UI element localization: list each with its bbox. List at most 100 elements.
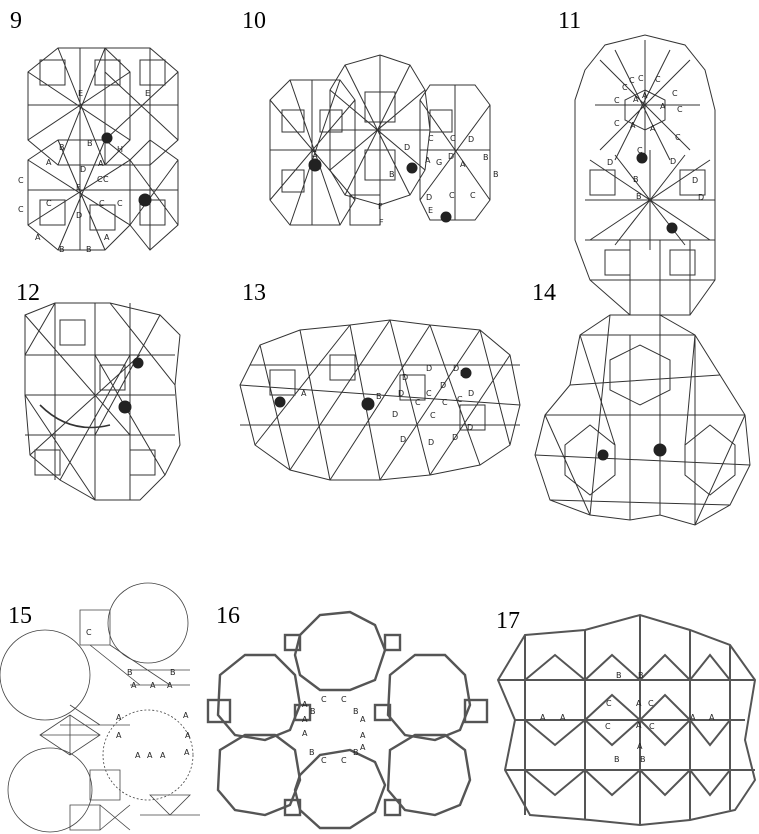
panel-9: 9 E E B B H A D A C C C <box>0 0 220 270</box>
vertex-label: A <box>184 748 190 757</box>
vertex-label: B <box>86 245 92 254</box>
vertex-label: C <box>99 199 105 208</box>
vertex-label: B <box>493 170 499 179</box>
star-marker <box>440 211 452 223</box>
panel-number: 11 <box>558 8 582 34</box>
vertex-label: B <box>353 707 359 716</box>
star-marker <box>636 152 648 164</box>
vertex-label: H <box>117 145 123 154</box>
vertex-label: A <box>135 751 141 760</box>
vertex-label: C <box>321 756 327 765</box>
vertex-label: D <box>460 369 466 378</box>
vertex-label: D <box>428 438 434 447</box>
vertex-label: A <box>709 713 715 722</box>
vertex-label: A <box>131 681 137 690</box>
vertex-label: C <box>649 722 655 731</box>
vertex-label: B <box>633 175 639 184</box>
panel-15: 15 C B B A A A A A A A A A A A <box>0 575 205 834</box>
vertex-label: A <box>116 713 122 722</box>
vertex-label: A <box>360 743 366 752</box>
vertex-label: B <box>309 748 315 757</box>
vertex-label: A <box>147 751 153 760</box>
star-marker <box>132 357 144 369</box>
vertex-label: B <box>59 245 65 254</box>
vertex-label: F <box>379 218 384 227</box>
vertex-label: D <box>453 364 459 373</box>
vertex-label: C <box>430 411 436 420</box>
vertex-label: A <box>630 121 636 130</box>
vertex-label: C <box>449 191 455 200</box>
vertex-label: C <box>675 133 681 142</box>
vertex-label: E <box>428 206 433 215</box>
vertex-label: D <box>426 193 432 202</box>
star-marker <box>666 222 678 234</box>
star-marker <box>101 132 113 144</box>
vertex-label: D <box>398 389 404 398</box>
vertex-label: B <box>614 755 620 764</box>
panel-number: 12 <box>16 280 40 306</box>
vertex-label: B <box>127 668 133 677</box>
tiling-diagram-10: G D C C D A G A B B D B D E C C F F <box>269 54 499 227</box>
vertex-label: D <box>392 410 398 419</box>
panel-14: 14 <box>520 275 759 535</box>
vertex-label: A <box>46 158 52 167</box>
vertex-label: D <box>467 423 473 432</box>
vertex-label: C <box>637 146 643 155</box>
vertex-label: B <box>636 192 642 201</box>
vertex-label: E <box>76 183 81 192</box>
vertex-label: A <box>660 102 666 111</box>
vertex-label: C <box>677 105 683 114</box>
vertex-label: A <box>460 160 466 169</box>
panel-10: 10 G D C C D A G A B B D <box>230 0 520 270</box>
star-marker <box>118 400 132 414</box>
vertex-label: C <box>622 83 628 92</box>
star-marker <box>597 449 609 461</box>
vertex-label: D <box>452 433 458 442</box>
vertex-label: A <box>35 233 41 242</box>
vertex-label: A <box>633 95 639 104</box>
vertex-label: C <box>614 96 620 105</box>
vertex-label: C <box>606 699 612 708</box>
vertex-label: A <box>183 711 189 720</box>
vertex-label: A <box>560 713 566 722</box>
vertex-label: G <box>436 158 442 167</box>
vertex-label: D <box>692 176 698 185</box>
vertex-labels: G D C C D A G A B B D B D E C C F F <box>311 134 499 227</box>
tiling-diagram-13: A B D D D D D C D C C C D D C D D D D <box>239 319 521 481</box>
vertex-label: A <box>636 721 642 730</box>
vertex-label: C <box>605 722 611 731</box>
vertex-label: C <box>341 695 347 704</box>
vertex-label: C <box>614 119 620 128</box>
vertex-labels: C B B A A A A A A A A A A A <box>86 628 191 760</box>
vertex-label: C <box>450 134 456 143</box>
vertex-label: B <box>638 671 644 680</box>
vertex-label: A <box>167 681 173 690</box>
vertex-label: C <box>117 199 123 208</box>
vertex-labels: C C C C A A C C A C C A A C D C D D B B … <box>607 74 704 202</box>
vertex-label: D <box>80 165 86 174</box>
vertex-label: C <box>18 176 24 185</box>
vertex-label: A <box>650 124 656 133</box>
vertex-label: B <box>87 139 93 148</box>
vertex-label: A <box>104 233 110 242</box>
vertex-label: A <box>150 681 156 690</box>
vertex-label: E <box>145 89 150 98</box>
vertex-label: C <box>321 695 327 704</box>
vertex-label: C <box>457 395 463 404</box>
vertex-labels: B B C C A A A A A A C A C B B <box>540 671 715 764</box>
vertex-label: A <box>185 731 191 740</box>
vertex-label: A <box>302 729 308 738</box>
tiling-diagram-12 <box>24 302 181 501</box>
vertex-label: C <box>46 199 52 208</box>
vertex-label: C <box>672 89 678 98</box>
star-marker <box>361 397 375 411</box>
panel-number: 9 <box>10 8 22 34</box>
vertex-label: B <box>483 153 489 162</box>
tiling-diagram-9: E E B B H A D A C C C C E C D C C A B B … <box>18 47 179 254</box>
vertex-label: A <box>690 713 696 722</box>
panel-12: 12 <box>0 275 230 510</box>
star-marker <box>653 443 667 457</box>
vertex-label: C <box>428 134 434 143</box>
vertex-label: A <box>98 159 104 168</box>
star-marker <box>308 158 322 172</box>
